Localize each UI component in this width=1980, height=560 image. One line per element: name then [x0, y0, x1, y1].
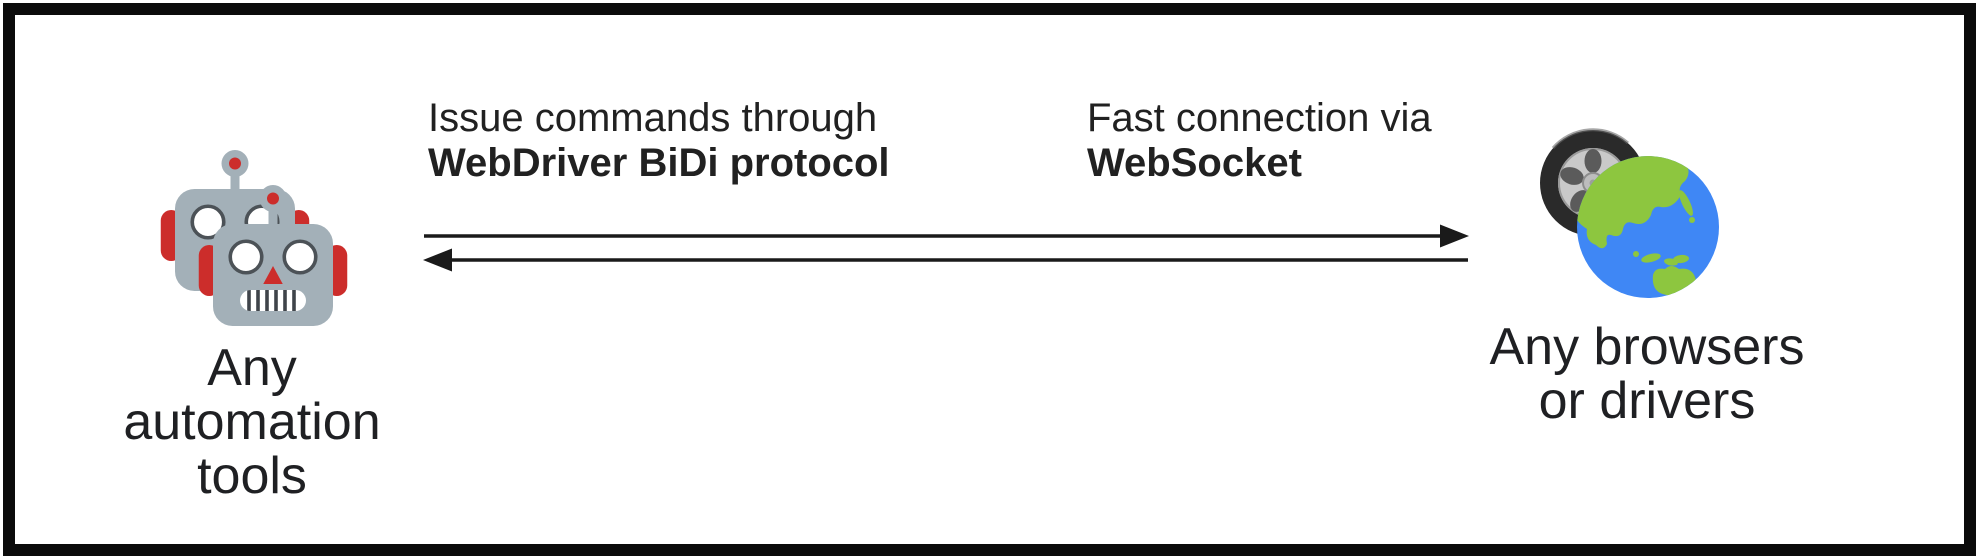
caption-line: automation	[123, 393, 381, 451]
bidi-label-bold: WebDriver BiDi protocol	[428, 141, 890, 185]
websocket-label-regular: Fast connection via	[1087, 96, 1432, 140]
right-node-caption: Any browsers or drivers	[1487, 320, 1807, 428]
arrow-left-head-icon	[423, 248, 452, 272]
caption-line: or drivers	[1538, 372, 1756, 430]
bidi-protocol-label: Issue commands through WebDriver BiDi pr…	[428, 96, 890, 186]
websocket-label: Fast connection via WebSocket	[1087, 96, 1432, 186]
bidi-label-regular: Issue commands through	[428, 96, 878, 140]
arrow-right-head-icon	[1440, 224, 1469, 248]
caption-line: Any browsers	[1489, 318, 1805, 376]
wheel-globe-icon	[1540, 128, 1719, 298]
arrow-left	[423, 248, 1468, 272]
caption-line: tools	[197, 447, 307, 505]
arrow-right	[424, 224, 1469, 248]
caption-line: Any	[207, 339, 297, 397]
left-node-caption: Any automation tools	[92, 341, 412, 503]
websocket-label-bold: WebSocket	[1087, 141, 1302, 185]
